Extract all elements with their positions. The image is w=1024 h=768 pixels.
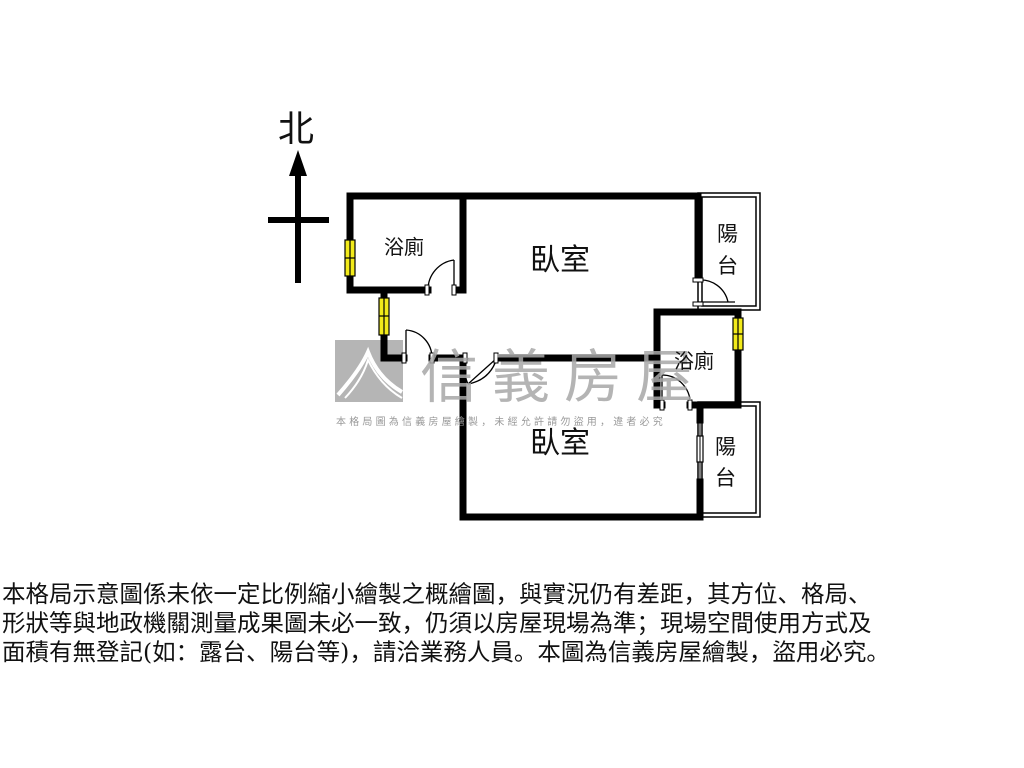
watermark-brand: 信義房屋: [420, 343, 709, 411]
watermark-logo-icon: [335, 340, 404, 402]
room-label-bedroom-2: 臥室: [530, 426, 590, 461]
disclaimer-line: 面積有無登記(如：露台、陽台等)，請洽業務人員。本圖為信義房屋繪製，盜用必究。: [2, 638, 890, 666]
disclaimer-line: 形狀等與地政機關測量成果圖未必一致，仍須以房屋現場為準；現場空間使用方式及: [2, 609, 872, 637]
room-label-bath-1: 浴廁: [384, 235, 424, 259]
room-label-balcony-1-a: 陽: [717, 222, 738, 246]
window-icon: [378, 297, 390, 336]
door-icon: [427, 259, 455, 291]
door-jambs: [401, 277, 704, 411]
room-label-balcony-2-a: 陽: [715, 435, 736, 459]
north-label: 北: [278, 109, 315, 150]
watermark-notice: 本格局圖為信義房屋繪製，未經允許請勿盜用，違者必究: [336, 417, 666, 428]
walls: [346, 192, 742, 521]
north-arrow-icon: [268, 150, 329, 283]
disclaimer: 本格局示意圖係未依一定比例縮小繪製之概繪圖，與實況仍有差距，其方位、格局、 形狀…: [2, 580, 1024, 667]
room-label-balcony-1-b: 台: [717, 254, 738, 278]
window-icon: [732, 317, 744, 351]
floor-plan: [268, 150, 761, 521]
room-label-bedroom-1: 臥室: [530, 243, 590, 278]
room-label-balcony-2-b: 台: [715, 466, 736, 490]
disclaimer-line: 本格局示意圖係未依一定比例縮小繪製之概繪圖，與實況仍有差距，其方位、格局、: [2, 580, 872, 608]
door-icon: [697, 279, 735, 303]
windows: [344, 239, 744, 482]
room-label-bath-2: 浴廁: [674, 349, 714, 373]
window-icon: [344, 239, 356, 277]
